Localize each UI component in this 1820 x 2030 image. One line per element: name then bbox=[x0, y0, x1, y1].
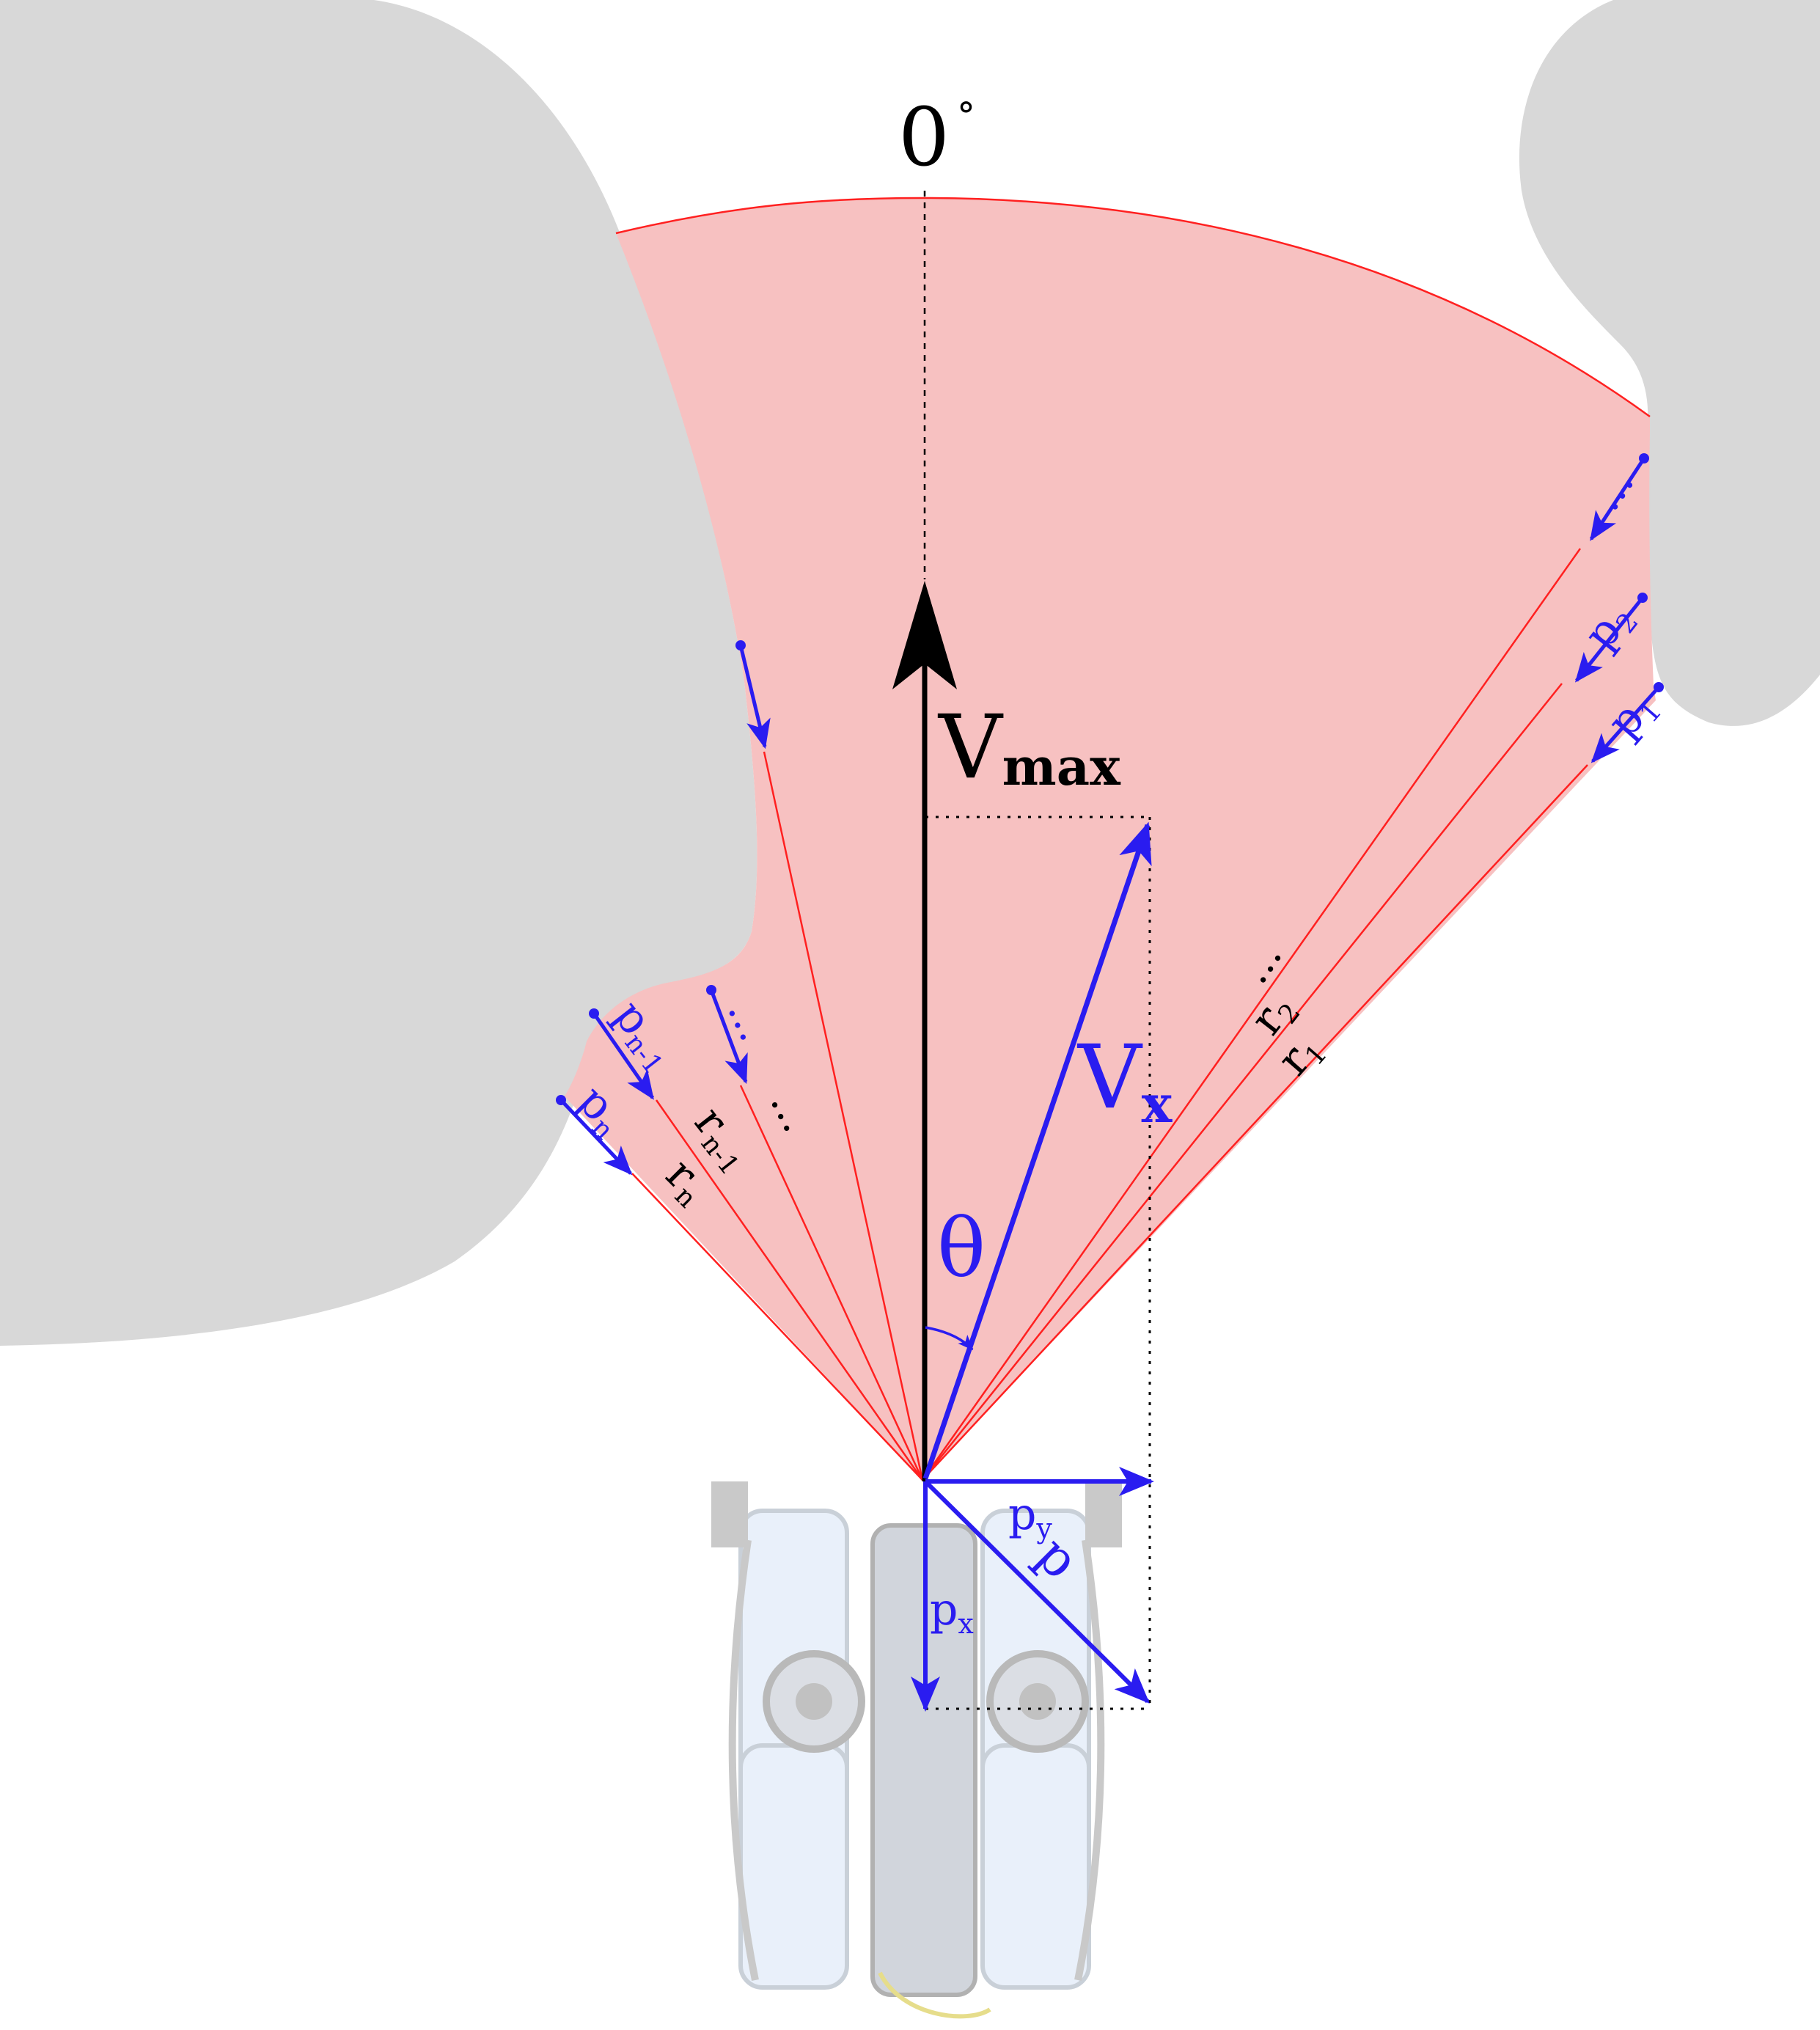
py-label: py bbox=[1008, 1489, 1052, 1545]
px-label: px bbox=[930, 1584, 974, 1640]
rov-robot bbox=[711, 1481, 1122, 2019]
left-obstacle bbox=[0, 0, 757, 1346]
theta-label: θ bbox=[937, 1201, 986, 1295]
p-vector bbox=[923, 1479, 1150, 1704]
ray-r2 bbox=[922, 683, 1563, 1481]
vmax-label: Vmax bbox=[937, 697, 1121, 799]
vmax-arrowhead bbox=[892, 581, 957, 689]
ray-r-dots-left bbox=[739, 1085, 924, 1481]
ray-rn bbox=[631, 1173, 923, 1481]
ray-r-top-left bbox=[763, 751, 924, 1481]
right-obstacle bbox=[1519, 0, 1820, 726]
range-rays bbox=[631, 548, 1588, 1481]
sensor-field bbox=[565, 198, 1656, 1480]
construction-lines bbox=[925, 816, 1151, 1710]
vx-arrow bbox=[922, 821, 1152, 1480]
theta-arc bbox=[925, 1326, 974, 1351]
sensor-range-arc bbox=[615, 197, 1651, 418]
vx-label: Vx bbox=[1076, 1027, 1173, 1135]
zero-degree-label: 0° bbox=[898, 90, 975, 184]
reading-points-left bbox=[556, 640, 746, 1105]
reading-vectors-right bbox=[1574, 457, 1660, 763]
ray-rn1 bbox=[655, 1099, 924, 1481]
reading-vectors-left bbox=[559, 645, 771, 1176]
ray-r1 bbox=[922, 764, 1588, 1481]
ray-r-dots-right bbox=[921, 548, 1582, 1481]
reading-points-right bbox=[1637, 453, 1664, 692]
